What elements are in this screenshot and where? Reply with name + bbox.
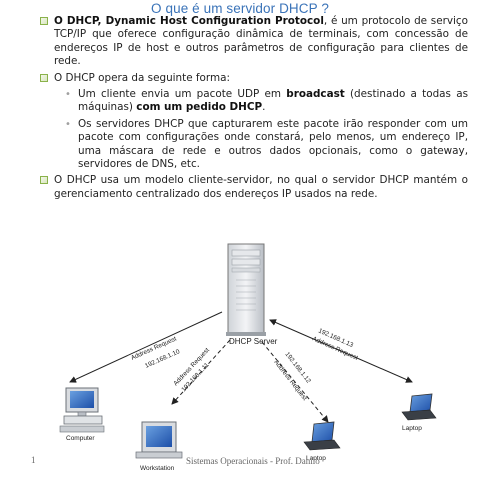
page-number: 1 [31, 455, 36, 465]
bullet-item: O DHCP, Dynamic Host Configuration Proto… [40, 15, 468, 69]
bullet-item: O DHCP usa um modelo cliente-servidor, n… [40, 174, 468, 201]
sub-bullet-item: • Um cliente envia um pacote UDP em broa… [40, 88, 468, 115]
bullet-bold-text: O DHCP, Dynamic Host Configuration Proto… [54, 15, 324, 27]
computer-label: Computer [66, 435, 95, 442]
sub-bullet-bold-text: broadcast [286, 88, 345, 101]
sub-bullet-text: . [262, 101, 266, 114]
bullet-list: O DHCP, Dynamic Host Configuration Proto… [40, 15, 468, 204]
workstation-label: Workstation [140, 465, 175, 472]
bullet-text: O DHCP opera da seguinte forma: [54, 71, 230, 84]
dhcp-network-diagram: DHCP Server Address Request 192.168.1.10… [59, 243, 437, 472]
sub-bullet-text: Um cliente envia um pacote UDP em [78, 88, 287, 101]
sub-bullet-dot-icon: • [65, 89, 71, 101]
laptop-icon [303, 421, 341, 451]
request-arrow [171, 339, 231, 405]
request-arrow [69, 311, 223, 383]
checkbox-bullet-icon [40, 17, 48, 25]
bullet-item: O DHCP opera da seguinte forma: [40, 72, 468, 85]
footer-text: Sistemas Operacionais - Prof. Danilo [186, 456, 320, 466]
bullet-text: O DHCP usa um modelo cliente-servidor, n… [54, 174, 468, 200]
sub-bullet-item: • Os servidores DHCP que capturarem este… [40, 118, 468, 172]
desktop-computer-icon [59, 387, 105, 433]
slide-title: O que é um servidor DHCP ? [151, 1, 329, 16]
laptop-icon [401, 393, 437, 421]
bullet-text: , é um protocolo de serviço TCP/IP que o… [54, 15, 468, 68]
workstation-computer-icon [135, 421, 183, 459]
server-label: DHCP Server [229, 337, 278, 346]
sub-bullet-text: (destinado a todas as máquinas) [78, 88, 468, 114]
request-arrow [269, 319, 413, 383]
server-tower-icon [226, 243, 266, 336]
laptop-label: Laptop [402, 425, 422, 432]
checkbox-bullet-icon [40, 176, 48, 185]
sub-bullet-bold-text: com um pedido DHCP [136, 101, 263, 114]
checkbox-bullet-icon [40, 73, 48, 82]
laptop-label: Laptop [306, 455, 326, 462]
sub-bullet-text: Os servidores DHCP que capturarem este p… [78, 117, 468, 171]
address-request-label: Address Request [272, 359, 308, 402]
sub-bullet-dot-icon: • [65, 118, 71, 130]
